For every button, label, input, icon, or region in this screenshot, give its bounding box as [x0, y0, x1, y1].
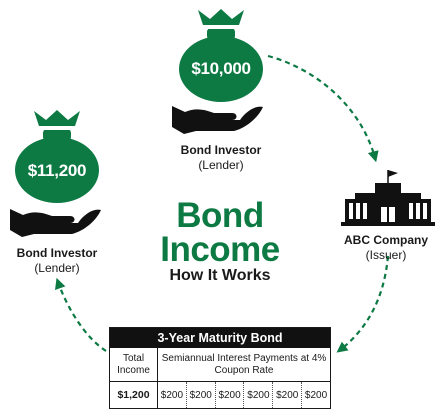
center-title: Bond Income How It Works — [150, 196, 290, 285]
company-caption: ABC Company (Issuer) — [336, 233, 436, 263]
top-bag-amount: $10,000 — [191, 59, 251, 78]
payment-cell: $200 — [273, 382, 303, 408]
left-bag-amount: $11,200 — [27, 161, 87, 180]
title-line-1: Bond — [176, 196, 264, 235]
payment-cell: $200 — [216, 382, 245, 408]
dashed-arrow-icon — [55, 54, 390, 353]
money-bag-icon — [15, 110, 99, 203]
open-hand-icon — [10, 209, 101, 237]
left-investor-role: (Lender) — [34, 261, 80, 275]
bond-table-header-row: Total Income Semiannual Interest Payment… — [110, 348, 330, 382]
open-hand-icon — [172, 106, 263, 134]
left-investor-caption: Bond Investor (Lender) — [2, 246, 112, 276]
payment-cell: $200 — [187, 382, 216, 408]
total-income-header: Total Income — [110, 348, 158, 381]
payment-cell: $200 — [158, 382, 187, 408]
company-name: ABC Company — [343, 233, 428, 247]
payments-header: Semiannual Interest Payments at 4% Coupo… — [161, 352, 327, 376]
office-building-icon — [341, 170, 435, 226]
payment-cell: $200 — [244, 382, 274, 408]
bond-table-value-row: $1,200 $200 $200 $200 $200 $200 $200 — [110, 382, 330, 408]
total-income-value: $1,200 — [110, 382, 158, 408]
bond-table: 3-Year Maturity Bond Total Income Semian… — [109, 327, 331, 409]
money-bag-icon — [179, 9, 263, 102]
top-investor-name: Bond Investor — [180, 143, 262, 157]
top-investor-role: (Lender) — [198, 158, 244, 172]
title-subtitle: How It Works — [169, 267, 271, 284]
company-role: (Issuer) — [365, 248, 407, 262]
payment-cell: $200 — [304, 389, 328, 401]
left-investor-name: Bond Investor — [16, 246, 98, 260]
top-investor-caption: Bond Investor (Lender) — [166, 143, 276, 173]
bond-table-title: 3-Year Maturity Bond — [110, 328, 330, 348]
title-line-2: Income — [160, 230, 280, 269]
